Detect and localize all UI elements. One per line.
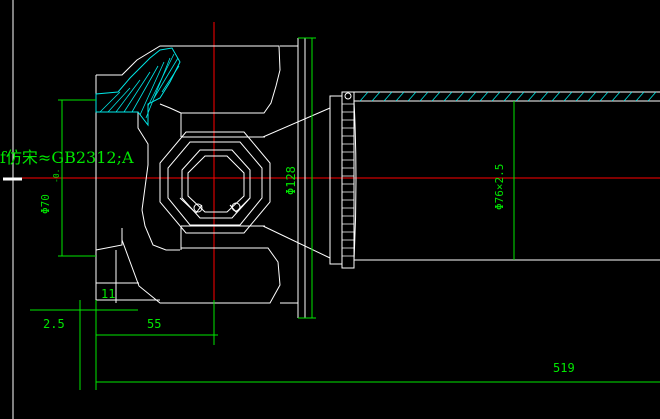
centerlines [10, 22, 660, 345]
dim-length-2-5: 2.5 [43, 317, 65, 331]
weld-bead [342, 103, 354, 257]
dim-length-55: 55 [147, 317, 161, 331]
hatched-section [95, 47, 181, 127]
dim-length-519: 519 [553, 361, 575, 375]
dim-length-11: 11 [101, 287, 115, 301]
leader-note-text: f仿宋≈GB2312;A [0, 148, 134, 167]
tube-wall-hatch [359, 91, 657, 102]
dim-flange-tolerance: -0. [52, 169, 61, 183]
cross-journal [159, 131, 271, 234]
tube [329, 91, 660, 269]
flange-yoke [95, 38, 331, 318]
dimension-lines [30, 37, 660, 390]
dim-yoke-diameter: Φ128 [284, 166, 298, 195]
dim-flange-diameter: Φ70 [39, 194, 52, 214]
dim-tube-diameter: Φ76×2.5 [493, 164, 506, 210]
